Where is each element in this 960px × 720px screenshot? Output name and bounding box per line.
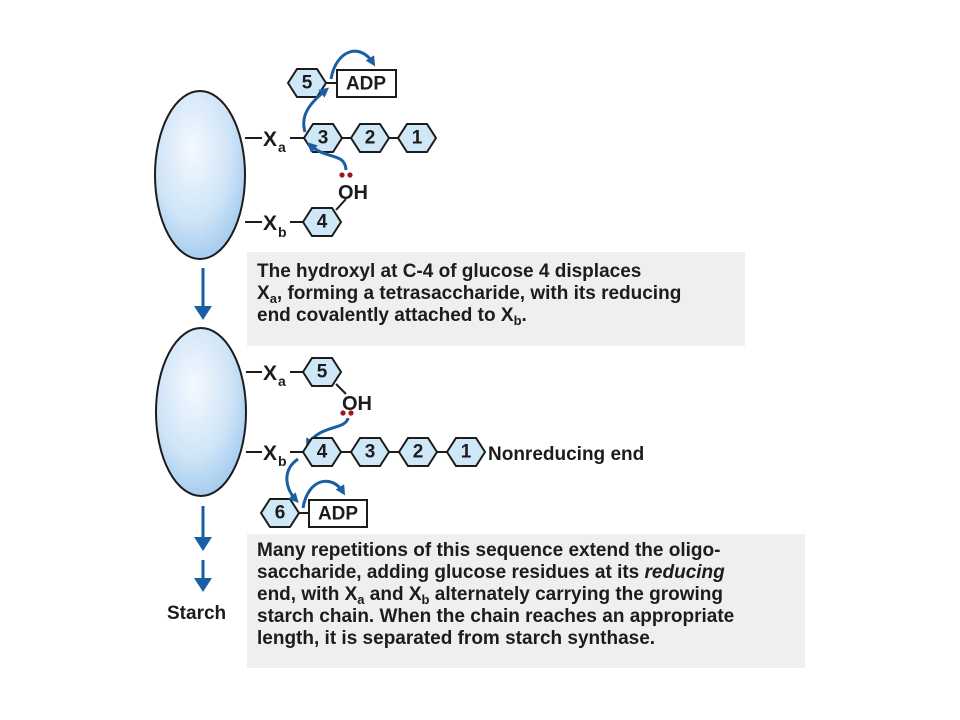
- enzyme-bottom: [155, 327, 247, 497]
- hex-residue-4-top: 4: [301, 207, 343, 237]
- caption-2-line-2: saccharide, adding glucose residues at i…: [257, 562, 725, 583]
- lone-pair-dot: [347, 172, 353, 178]
- nonreducing-end-label: Nonreducing end: [488, 444, 644, 465]
- arrow-bond-shift-top: [302, 87, 330, 133]
- oh-bond-top: [335, 198, 347, 211]
- adp-box-top: ADP: [336, 69, 397, 98]
- svg-text:1: 1: [412, 128, 423, 149]
- starch-label: Starch: [167, 603, 226, 624]
- lone-pair-dot: [339, 172, 345, 178]
- svg-text:5: 5: [317, 362, 328, 383]
- xa-sub-top: a: [278, 139, 286, 155]
- arrow-adp-release-top: [329, 49, 376, 80]
- xb-label-top: X: [263, 212, 277, 235]
- xa-label-top: X: [263, 128, 277, 151]
- enzyme-top: [154, 90, 246, 260]
- caption-step-2: Many repetitions of this sequence extend…: [247, 534, 805, 668]
- xb-sub-top: b: [278, 224, 287, 240]
- adp-box-bottom: ADP: [308, 499, 368, 528]
- hex-residue-6-bottom: 6: [259, 498, 301, 528]
- arrow-bond-shift-bottom: [285, 457, 299, 503]
- caption-2-line-1: Many repetitions of this sequence extend…: [257, 540, 721, 561]
- svg-text:3: 3: [365, 442, 376, 463]
- svg-text:2: 2: [365, 128, 376, 149]
- svg-text:3: 3: [318, 128, 329, 149]
- xa-label-bottom: X: [263, 362, 277, 385]
- hex-residue-1-top: 1: [396, 123, 438, 153]
- down-arrow-3-head: [194, 578, 212, 592]
- caption-2-line-4: starch chain. When the chain reaches an …: [257, 606, 735, 627]
- oh-label-top: OH: [338, 182, 368, 204]
- svg-text:4: 4: [317, 212, 328, 233]
- down-arrow-2-head: [194, 537, 212, 551]
- caption-2-line-5: length, it is separated from starch synt…: [257, 628, 656, 649]
- oh-bond-bottom: [335, 383, 347, 395]
- caption-step-1: The hydroxyl at C-4 of glucose 4 displac…: [247, 252, 745, 346]
- lone-pair-dot: [348, 410, 354, 416]
- hex-residue-4-bottom: 4: [301, 437, 343, 467]
- down-arrow-1-head: [194, 306, 212, 320]
- arrow-nucleophile-top: [307, 142, 348, 171]
- svg-text:ADP: ADP: [318, 504, 358, 525]
- oh-label-bottom: OH: [342, 393, 372, 415]
- svg-text:2: 2: [413, 442, 424, 463]
- svg-text:6: 6: [275, 503, 286, 524]
- caption-2-line-3: end, with Xa and Xb alternately carrying…: [257, 584, 724, 607]
- hex-residue-3-top: 3: [302, 123, 344, 153]
- hex-residue-3-bottom: 3: [349, 437, 391, 467]
- xa-sub-bottom: a: [278, 373, 286, 389]
- hex-residue-2-top: 2: [349, 123, 391, 153]
- svg-text:5: 5: [302, 73, 313, 94]
- xb-sub-bottom: b: [278, 453, 287, 469]
- xb-label-bottom: X: [263, 442, 277, 465]
- svg-text:4: 4: [317, 442, 328, 463]
- hex-residue-5-bottom: 5: [301, 357, 343, 387]
- caption-1-line-3: end covalently attached to Xb.: [257, 305, 527, 328]
- hex-residue-1-bottom: 1: [445, 437, 487, 467]
- svg-text:1: 1: [461, 442, 472, 463]
- svg-text:ADP: ADP: [346, 74, 386, 95]
- hex-residue-2-bottom: 2: [397, 437, 439, 467]
- hex-residue-5-top: 5: [286, 68, 328, 98]
- caption-1-line-2: Xa, forming a tetrasaccharide, with its …: [257, 283, 682, 306]
- arrow-adp-release-bottom: [301, 479, 346, 509]
- caption-1-line-1: The hydroxyl at C-4 of glucose 4 displac…: [257, 261, 642, 282]
- lone-pair-dot: [340, 410, 346, 416]
